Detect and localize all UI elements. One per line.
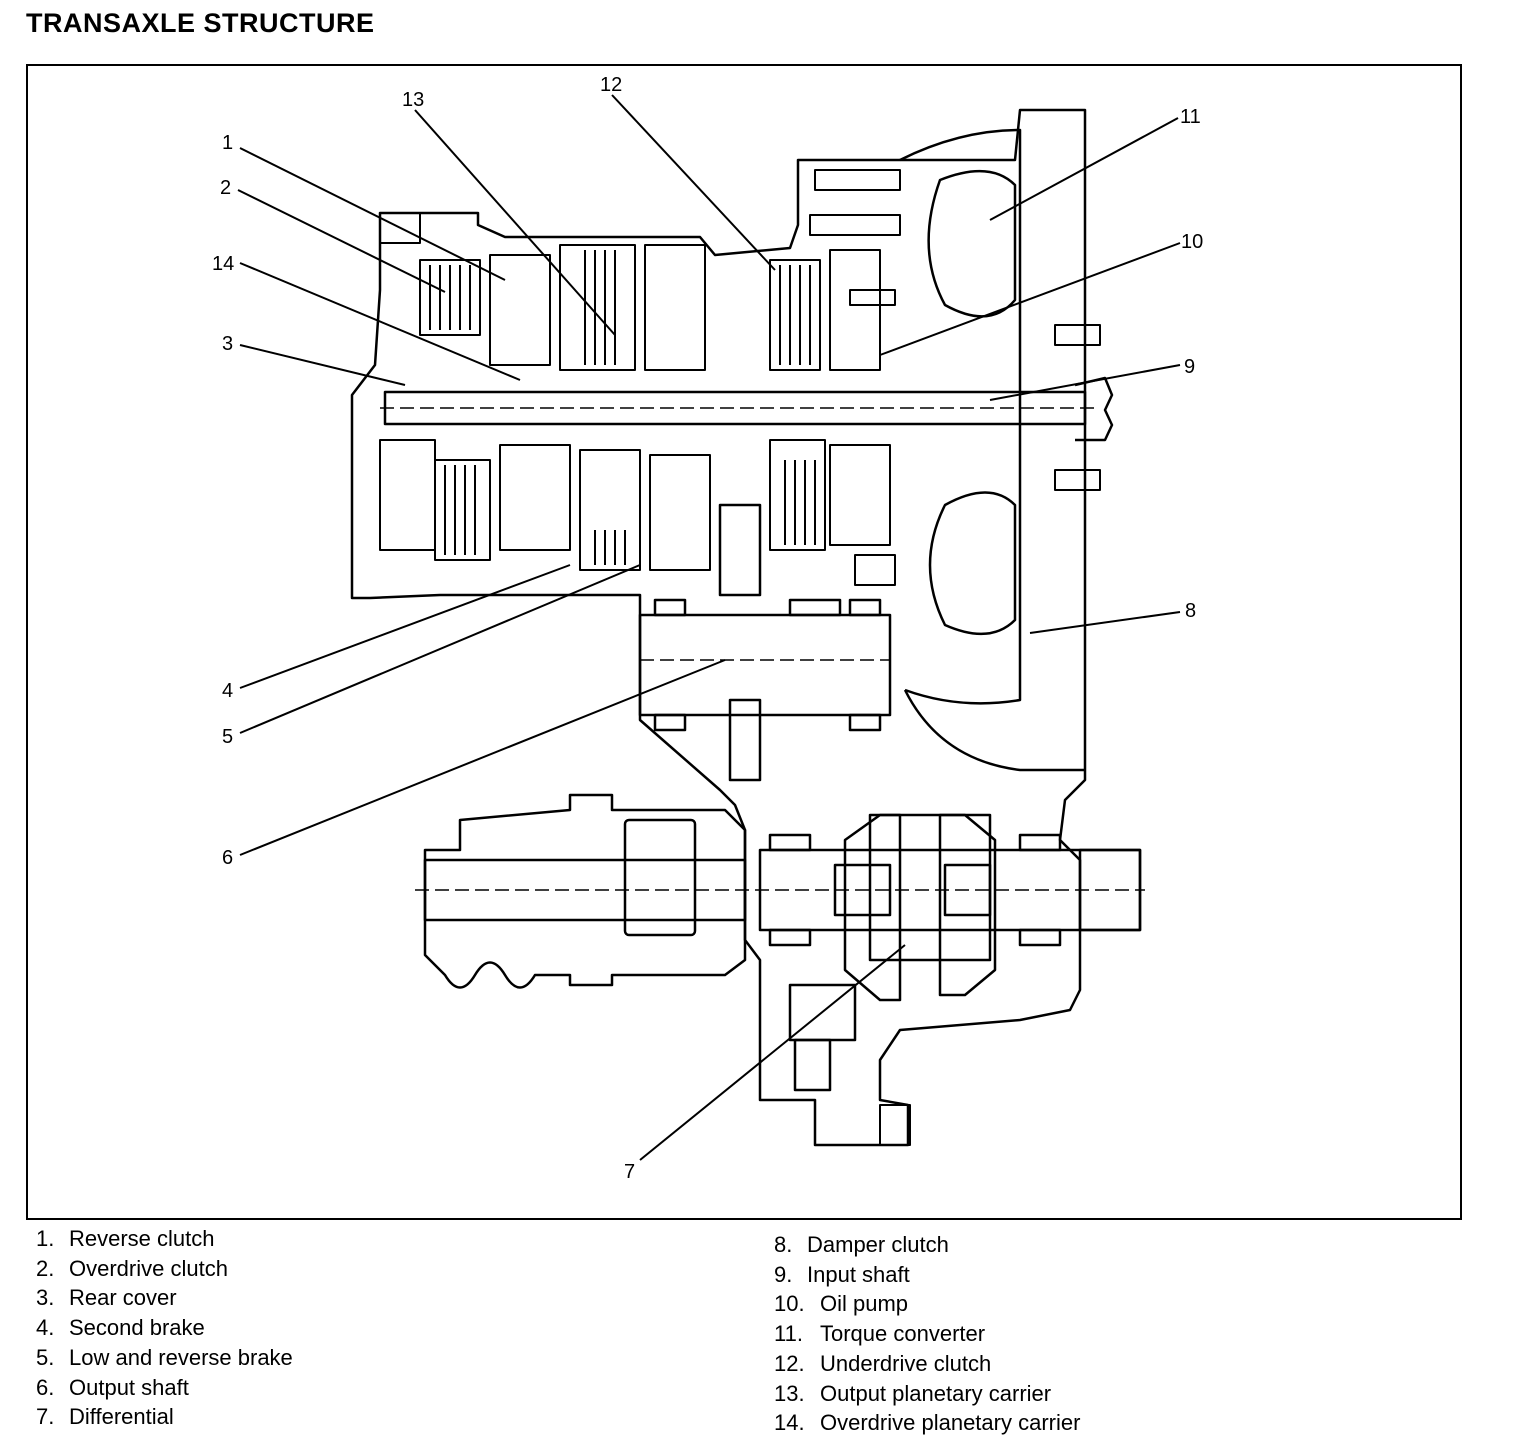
legend-text: Reverse clutch [69,1226,215,1251]
legend-text: Low and reverse brake [69,1344,293,1370]
drive-axle-left [415,793,1145,989]
callout-1: 1 [222,132,233,154]
callout-4: 4 [222,680,233,702]
legend-text: Rear cover [69,1285,177,1311]
legend-item-12: 12. Underdrive clutch [774,1349,1080,1379]
legend-num: 9. [774,1261,793,1287]
legend-num: 14. [774,1410,805,1436]
leader-line-7 [639,944,906,1161]
leader-line-9 [989,364,1181,401]
housing-bolts [379,169,1101,1146]
legend-text: Overdrive clutch [69,1255,228,1281]
callout-11: 11 [1180,106,1201,128]
legend-num: 1. [36,1226,55,1251]
page-title: TRANSAXLE STRUCTURE [26,8,375,38]
legend-num: 8. [774,1232,793,1257]
leader-line-6 [239,659,726,856]
legend-text: Torque converter [820,1321,986,1347]
legend-num: 12. [774,1350,805,1376]
legend-item-8: 8. Damper clutch [774,1230,1080,1260]
callout-6: 6 [222,847,233,869]
leader-line-2 [237,189,446,293]
leader-line-8 [1029,611,1181,634]
legend-left-column: 1. Reverse clutch 2. Overdrive clutch 3. Re… [36,1224,293,1432]
callout-10: 10 [1181,231,1203,253]
leader-line-1 [239,147,506,281]
legend-text: Overdrive planetary carrier [820,1410,1081,1436]
legend-num: 13. [774,1380,805,1406]
output-shaft-gear [638,503,892,782]
legend-item-9: 9. Input shaft [774,1260,1080,1290]
transaxle-drawing [350,108,1145,1147]
callout-3: 3 [222,333,233,355]
legend-num: 5. [36,1344,55,1370]
converter-housing-lower [903,689,1085,772]
clutch-pack-lower [379,439,891,571]
diagram-frame [26,64,1462,1220]
legend-item-14: 14. Overdrive planetary carrier [774,1408,1080,1438]
clutch-pack-upper [419,244,881,371]
legend-text: Output shaft [69,1374,189,1400]
callout-labels: 1 2 3 4 5 6 7 8 9 10 11 12 13 14 [212,74,1203,1183]
callout-13: 13 [402,89,424,111]
legend-text: Underdrive clutch [820,1350,992,1376]
callout-14: 14 [212,253,234,275]
legend-text: Output planetary carrier [820,1380,1052,1406]
legend-num: 6. [36,1374,55,1400]
callout-5: 5 [222,726,233,748]
leader-line-3 [239,344,406,386]
converter-impeller-upper [927,169,1017,318]
callout-9: 9 [1184,356,1195,378]
input-shaft-spline [1074,376,1114,442]
legend-item-7: 7. Differential [36,1402,293,1432]
legend-text: Input shaft [807,1261,910,1287]
leader-line-11 [989,117,1179,221]
legend-num: 4. [36,1315,55,1341]
legend-item-5: 5. Low and reverse brake [36,1343,293,1373]
legend-num: 10. [774,1291,805,1317]
legend-item-13: 13. Output planetary carrier [774,1379,1080,1409]
torque-converter-housing [899,128,1022,705]
legend-item-2: 2. Overdrive clutch [36,1254,293,1284]
callout-8: 8 [1185,600,1196,622]
leader-line-13 [414,109,616,336]
converter-impeller-lower [928,491,1017,636]
legend-item-4: 4. Second brake [36,1313,293,1343]
leader-line-5 [239,564,641,734]
legend-text: Differential [69,1404,174,1430]
callout-2: 2 [220,177,231,199]
legend-text: Second brake [69,1315,205,1341]
differential-assembly [758,813,1142,1092]
legend-item-1: 1. Reverse clutch [36,1224,293,1254]
legend-text: Damper clutch [807,1232,949,1257]
legend-num: 3. [36,1285,55,1311]
legend-item-11: 11. Torque converter [774,1319,1080,1349]
leader-lines [237,94,1181,1161]
legend-num: 2. [36,1255,55,1281]
legend-num: 11. [774,1321,803,1347]
legend-right-column: 8. Damper clutch 9. Input shaft 10. Oil pum… [774,1230,1080,1438]
gearbox-case-outline [350,108,1087,1147]
legend-item-10: 10. Oil pump [774,1289,1080,1319]
legend-text: Oil pump [820,1291,909,1317]
leader-line-10 [879,242,1181,356]
legend-item-6: 6. Output shaft [36,1373,293,1403]
leader-line-14 [239,262,521,381]
legend-num: 7. [36,1404,55,1430]
leader-line-12 [611,94,776,271]
callout-7: 7 [624,1161,635,1183]
callout-12: 12 [600,74,622,96]
leader-line-4 [239,564,571,689]
legend-item-3: 3. Rear cover [36,1283,293,1313]
